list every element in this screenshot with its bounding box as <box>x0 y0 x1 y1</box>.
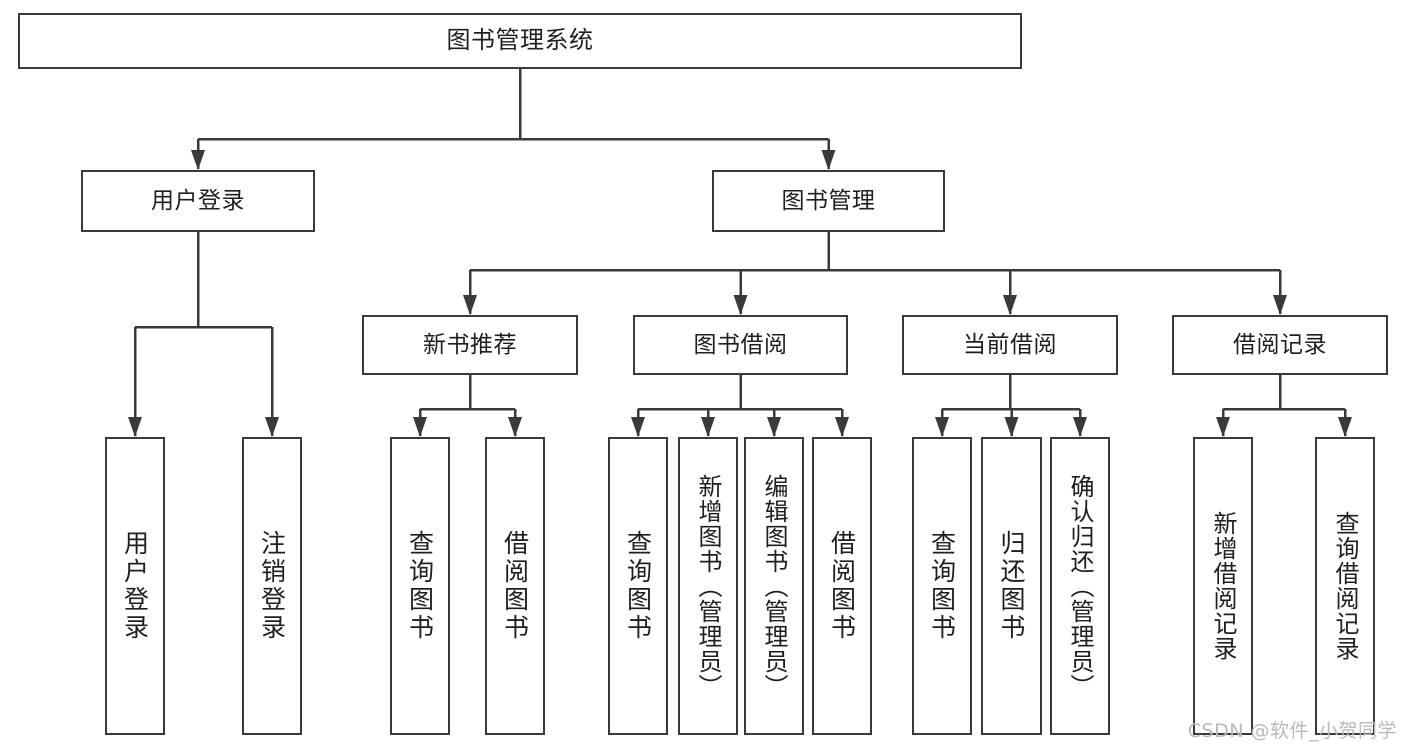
node-current-borrow[interactable]: 当前借阅 <box>902 315 1118 375</box>
node-label-leaf-return-book: 归还图书 <box>997 530 1026 642</box>
node-leaf-logout[interactable]: 注销登录 <box>242 437 302 735</box>
node-root[interactable]: 图书管理系统 <box>18 13 1022 69</box>
node-label-leaf-borrow-book-1: 借阅图书 <box>500 530 530 642</box>
node-leaf-borrow-book-2[interactable]: 借阅图书 <box>812 437 872 735</box>
node-label-root: 图书管理系统 <box>446 26 594 55</box>
node-label-book-manage: 图书管理 <box>781 187 876 214</box>
node-leaf-user-login[interactable]: 用户登录 <box>105 437 165 735</box>
node-leaf-add-book[interactable]: 新增图书（管理员） <box>678 437 738 735</box>
node-user-login[interactable]: 用户登录 <box>81 170 315 232</box>
node-leaf-borrow-book-1[interactable]: 借阅图书 <box>485 437 545 735</box>
node-label-leaf-user-login: 用户登录 <box>120 530 150 642</box>
node-label-current-borrow: 当前借阅 <box>963 331 1057 358</box>
node-book-borrow[interactable]: 图书借阅 <box>633 315 848 375</box>
node-leaf-add-record[interactable]: 新增借阅记录 <box>1193 437 1253 735</box>
node-label-leaf-logout: 注销登录 <box>257 530 287 642</box>
node-label-new-book-rec: 新书推荐 <box>423 331 517 358</box>
node-label-leaf-query-book-2: 查询图书 <box>623 530 653 642</box>
node-label-leaf-query-book-1: 查询图书 <box>405 530 435 642</box>
node-label-leaf-add-book: 新增图书（管理员） <box>694 473 722 699</box>
node-label-leaf-add-record: 新增借阅记录 <box>1209 511 1237 661</box>
node-leaf-query-book-2[interactable]: 查询图书 <box>608 437 668 735</box>
node-book-manage[interactable]: 图书管理 <box>712 170 945 232</box>
node-leaf-confirm-return[interactable]: 确认归还（管理员） <box>1050 437 1110 735</box>
node-leaf-edit-book[interactable]: 编辑图书（管理员） <box>744 437 804 735</box>
node-label-user-login: 用户登录 <box>151 187 245 214</box>
node-label-leaf-confirm-return: 确认归还（管理员） <box>1066 473 1094 699</box>
node-borrow-record[interactable]: 借阅记录 <box>1172 315 1388 375</box>
node-new-book-rec[interactable]: 新书推荐 <box>362 315 578 375</box>
node-leaf-query-record[interactable]: 查询借阅记录 <box>1315 437 1375 735</box>
node-label-leaf-query-record: 查询借阅记录 <box>1331 511 1359 661</box>
watermark: CSDN @软件_小贺同学 <box>1187 720 1397 742</box>
node-leaf-return-book[interactable]: 归还图书 <box>981 437 1042 735</box>
node-leaf-query-book-3[interactable]: 查询图书 <box>912 437 972 735</box>
node-label-leaf-query-book-3: 查询图书 <box>927 530 957 642</box>
node-leaf-query-book-1[interactable]: 查询图书 <box>390 437 450 735</box>
node-label-borrow-record: 借阅记录 <box>1233 331 1327 358</box>
node-label-leaf-edit-book: 编辑图书（管理员） <box>760 473 788 699</box>
node-label-leaf-borrow-book-2: 借阅图书 <box>827 530 857 642</box>
node-label-book-borrow: 图书借阅 <box>693 331 788 358</box>
